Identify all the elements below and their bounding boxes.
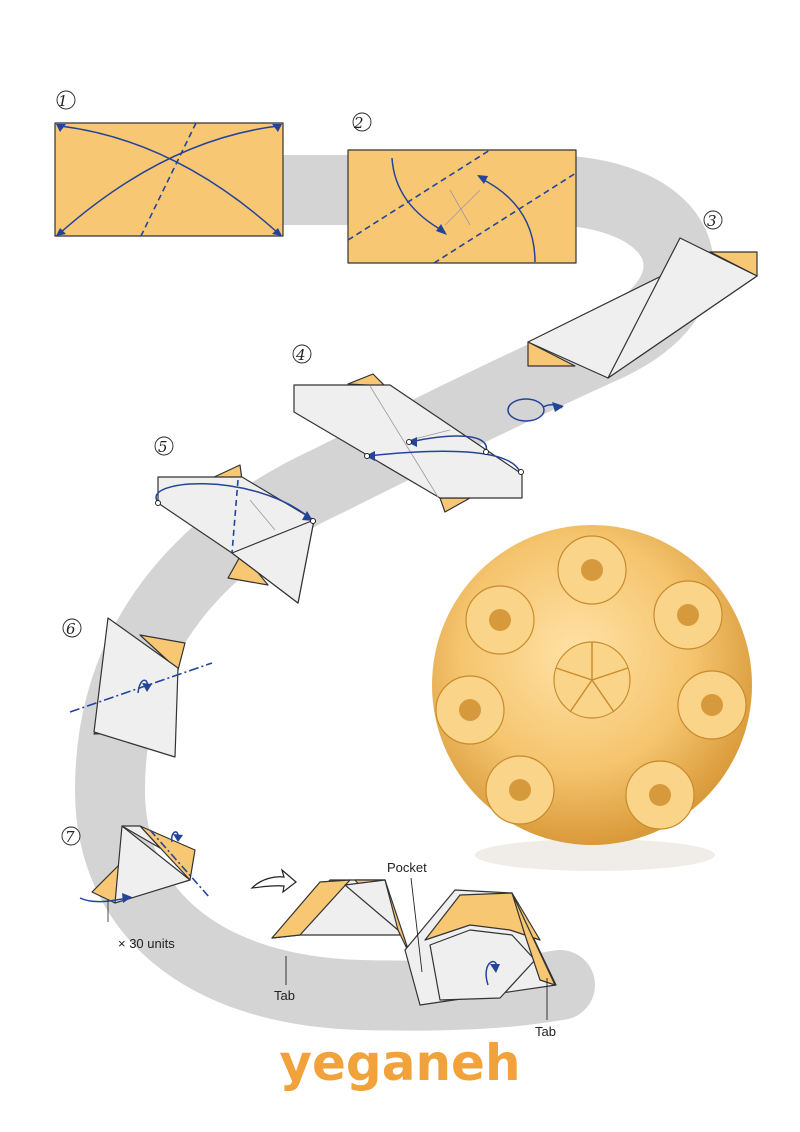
paper-flap [271,879,351,939]
step-number-7: 7 [65,828,75,846]
step-number-2: 2 [353,114,364,132]
step-circle-icon [292,344,312,364]
fold-arrow [479,177,536,263]
paper-flap [527,341,576,367]
step-1: 1 [54,90,284,237]
valley-fold-line [433,172,577,264]
turn-over-icon [507,398,564,422]
step-circle-icon [62,618,82,638]
callout-tab: Tab [274,988,295,1003]
valley-fold-line [69,662,213,713]
valley-fold-line [140,122,197,237]
folded-triangle [114,825,191,904]
step-circle-icon [703,210,723,230]
fold-arrow [155,482,311,519]
step-6: 6 [62,617,213,758]
paper-flap [439,497,471,513]
assembly-diagram: Pocket Tab Tab [271,860,557,1039]
folded-flap [121,825,161,849]
step-number-1: 1 [58,92,68,110]
fold-arrow [391,157,446,233]
step-circle-icon [352,112,372,132]
step-7: 7 × 30 units [61,825,211,951]
paper-flap [511,892,556,986]
diagonal-fold-arrow [59,125,279,234]
brand-logo-text: yeganeh [279,1034,521,1092]
step-number-6: 6 [66,620,76,638]
folded-triangle [93,617,179,758]
step-number-5: 5 [158,438,168,456]
units-note: × 30 units [118,936,175,951]
step-2: 2 [347,112,577,264]
step-4: 4 [292,344,564,513]
folded-flap [231,519,315,604]
fold-arrow [367,450,521,473]
step-circle-icon [56,90,76,110]
diagonal-fold-arrow [59,125,279,234]
callout-pocket: Pocket [387,860,427,875]
valley-fold-line [347,149,491,241]
folded-flap [607,237,758,379]
step-circle-icon [154,436,174,456]
step-5: 5 [154,436,316,604]
paper-rectangle [347,149,577,264]
next-arrow-icon [250,868,297,894]
kusudama-ball-illustration [432,525,752,871]
callout-tab: Tab [535,1024,556,1039]
step-number-4: 4 [295,346,306,364]
valley-fold-line [231,479,239,554]
paper-flap [347,373,386,387]
paper-flap [424,892,541,941]
step-3: 3 [527,210,758,379]
fold-arrow [409,435,488,453]
paper-flap [139,634,186,671]
step-number-3: 3 [707,212,717,230]
valley-fold-line [149,829,211,899]
step-circle-icon [61,826,81,846]
